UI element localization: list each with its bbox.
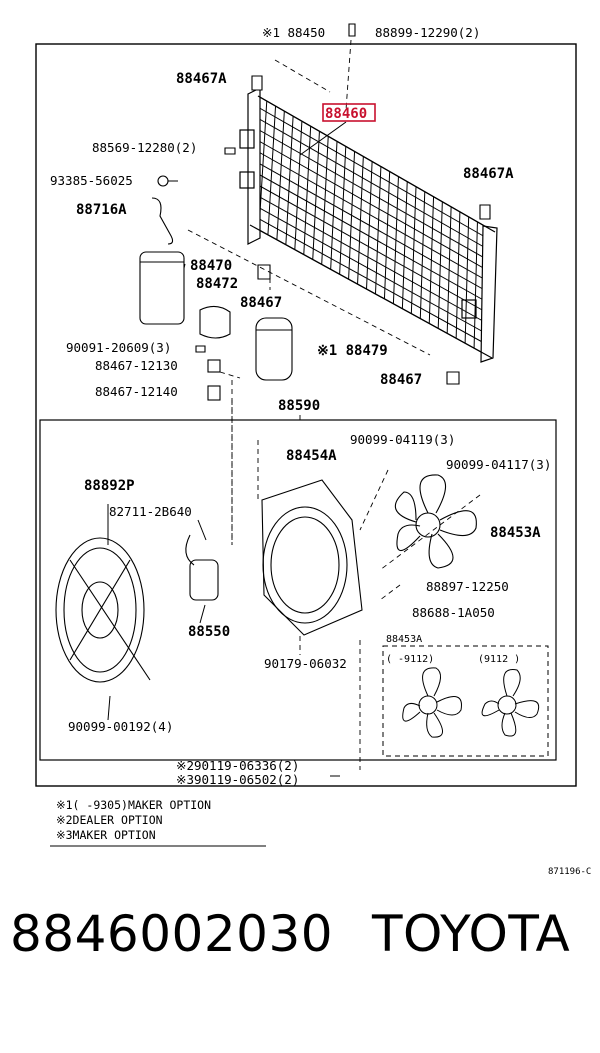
label-90119-06336[interactable]: ※290119-06336(2) <box>176 758 299 773</box>
label-88590[interactable]: 88590 <box>278 398 320 414</box>
condenser-tube <box>251 203 493 338</box>
condenser-tube <box>253 170 494 306</box>
label-88472[interactable]: 88472 <box>196 276 238 292</box>
note-1: ※1( -9305)MAKER OPTION <box>56 798 211 812</box>
condenser-tube <box>250 213 493 348</box>
label-88467a-right[interactable]: 88467A <box>463 166 514 182</box>
label-88550[interactable]: 88550 <box>188 624 230 640</box>
label-88467-12130[interactable]: 88467-12130 <box>95 358 178 373</box>
fan-blade-illustration <box>394 474 477 569</box>
figure-code: 871196-C <box>548 867 591 877</box>
condenser-tube <box>254 149 494 285</box>
label-88467-mid[interactable]: 88467 <box>240 295 282 311</box>
label-88569[interactable]: 88569-12280(2) <box>92 140 197 155</box>
part-number: 8846002030 <box>10 905 334 963</box>
legend-range-a: ( -9112) <box>386 654 434 665</box>
condenser-tube <box>255 127 495 264</box>
label-88470[interactable]: 88470 <box>190 258 232 274</box>
solid-leaders <box>50 121 347 847</box>
label-88688[interactable]: 88688-1A050 <box>412 605 495 620</box>
fan-shroud-illustration <box>261 479 363 636</box>
cushion-parts <box>157 23 491 401</box>
label-88454a[interactable]: 88454A <box>286 448 337 464</box>
note-3: ※3MAKER OPTION <box>56 828 156 842</box>
condenser-tube <box>256 117 495 254</box>
label-88467-bottom[interactable]: 88467 <box>380 372 422 388</box>
legend-blades <box>382 645 549 757</box>
label-88479[interactable]: ※1 88479 <box>317 343 388 359</box>
label-88892p[interactable]: 88892P <box>84 478 135 494</box>
receiver-dryer-illustration <box>139 197 293 381</box>
condenser-tube <box>253 160 494 296</box>
label-88460-highlighted[interactable]: 88460 <box>325 106 367 122</box>
leader-lines <box>187 39 481 770</box>
label-90091[interactable]: 90091-20609(3) <box>66 340 171 355</box>
label-88453a[interactable]: 88453A <box>490 525 541 541</box>
label-88899[interactable]: 88899-12290(2) <box>375 25 480 40</box>
condenser-tube <box>257 106 495 243</box>
label-82711[interactable]: 82711-2B640 <box>109 504 192 519</box>
footer: 8846002030 TOYOTA <box>0 905 600 985</box>
label-93385[interactable]: 93385-56025 <box>50 173 133 188</box>
fan-motor-illustration <box>55 534 219 683</box>
condenser-tube <box>252 181 494 317</box>
condenser-tube <box>251 192 493 327</box>
label-90119-06502[interactable]: ※390119-06502(2) <box>176 772 299 787</box>
fan-assembly-frame <box>39 419 557 761</box>
highlight-box <box>322 103 376 122</box>
label-88467a-left[interactable]: 88467A <box>176 71 227 87</box>
brand-name: TOYOTA <box>372 905 571 963</box>
label-90099-04119[interactable]: 90099-04119(3) <box>350 432 455 447</box>
label-88897[interactable]: 88897-12250 <box>426 579 509 594</box>
label-88453a-legend[interactable]: 88453A <box>386 634 422 645</box>
label-90099-04117[interactable]: 90099-04117(3) <box>446 457 551 472</box>
label-90179[interactable]: 90179-06032 <box>264 656 347 671</box>
outer-frame <box>35 43 577 787</box>
label-88450[interactable]: ※1 88450 <box>262 25 325 40</box>
condenser-illustration <box>239 87 498 363</box>
legend-range-b: (9112 ) <box>478 654 520 665</box>
condenser-tube <box>255 138 495 275</box>
label-88467-12140[interactable]: 88467-12140 <box>95 384 178 399</box>
label-90099-00192[interactable]: 90099-00192(4) <box>68 719 173 734</box>
note-2: ※2DEALER OPTION <box>56 813 163 827</box>
label-88716a[interactable]: 88716A <box>76 202 127 218</box>
